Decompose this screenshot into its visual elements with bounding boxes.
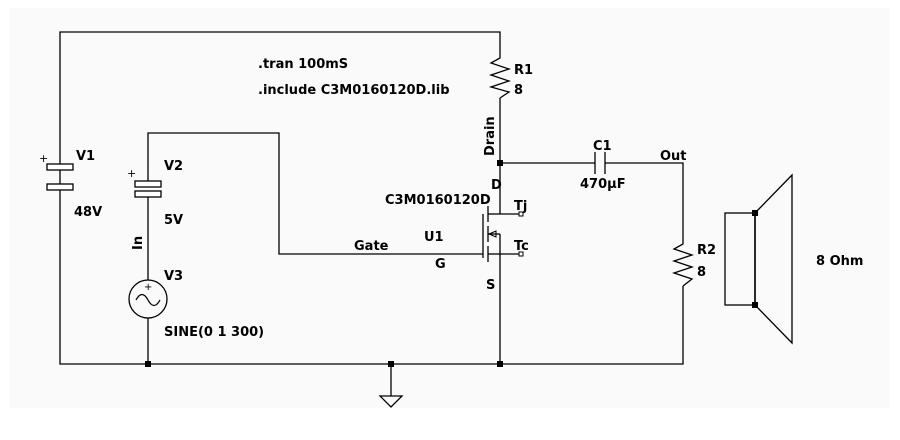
net-label-out: Out bbox=[660, 149, 687, 164]
wires bbox=[59, 31, 684, 396]
c1-name: C1 bbox=[593, 139, 612, 154]
labels: .tran 100mS .include C3M0160120D.lib V1 … bbox=[74, 57, 863, 340]
svg-text:+: + bbox=[127, 167, 136, 180]
v2-battery-icon[interactable]: + bbox=[127, 163, 162, 198]
net-label-drain: Drain bbox=[483, 116, 498, 156]
junction-dot bbox=[497, 361, 503, 367]
u1-name: U1 bbox=[424, 230, 444, 245]
include-directive[interactable]: .include C3M0160120D.lib bbox=[258, 83, 450, 98]
u1-pin-s: S bbox=[486, 278, 495, 293]
c1-capacitor-icon[interactable] bbox=[594, 152, 606, 174]
r1-value: 8 bbox=[514, 83, 523, 98]
junction-dot bbox=[388, 361, 394, 367]
v3-name: V3 bbox=[164, 269, 183, 284]
u1-pin-tc: Tc bbox=[514, 239, 529, 254]
u1-pin-d: D bbox=[491, 178, 502, 193]
u1-model: C3M0160120D bbox=[385, 193, 491, 208]
tran-directive[interactable]: .tran 100mS bbox=[258, 57, 348, 72]
v3-sine-source-icon[interactable]: + bbox=[128, 279, 168, 319]
junction-dot bbox=[145, 361, 151, 367]
v2-name: V2 bbox=[164, 159, 183, 174]
wire-gate-net[interactable] bbox=[147, 132, 483, 255]
speaker-value: 8 Ohm bbox=[816, 254, 863, 269]
r1-resistor-icon[interactable] bbox=[488, 52, 512, 99]
wire-out-net[interactable] bbox=[605, 162, 684, 238]
u1-pin-tj: Tj bbox=[514, 199, 527, 214]
r1-name: R1 bbox=[514, 63, 533, 78]
v1-battery-icon[interactable]: + bbox=[39, 152, 74, 191]
v1-value: 48V bbox=[74, 205, 102, 220]
v2-value: 5V bbox=[164, 213, 183, 228]
v3-value: SINE(0 1 300) bbox=[164, 325, 264, 340]
u1-pin-g: G bbox=[435, 257, 446, 272]
speaker-icon[interactable] bbox=[683, 163, 793, 345]
wire-ground-rail[interactable] bbox=[59, 190, 684, 365]
svg-text:+: + bbox=[144, 282, 152, 293]
sheet-background bbox=[10, 8, 890, 408]
wire-top-rail[interactable] bbox=[59, 31, 501, 155]
ground-icon[interactable] bbox=[378, 395, 404, 408]
r2-value: 8 bbox=[697, 265, 706, 280]
net-label-gate: Gate bbox=[354, 239, 389, 254]
u1-mosfet-icon[interactable] bbox=[482, 206, 524, 262]
r2-name: R2 bbox=[697, 243, 716, 258]
junctions bbox=[145, 160, 503, 367]
c1-value: 470µF bbox=[580, 177, 626, 192]
junction-dot bbox=[497, 160, 503, 166]
r2-resistor-icon[interactable] bbox=[671, 238, 695, 287]
svg-text:+: + bbox=[39, 152, 48, 165]
net-label-in: In bbox=[131, 236, 146, 250]
v1-name: V1 bbox=[76, 149, 95, 164]
